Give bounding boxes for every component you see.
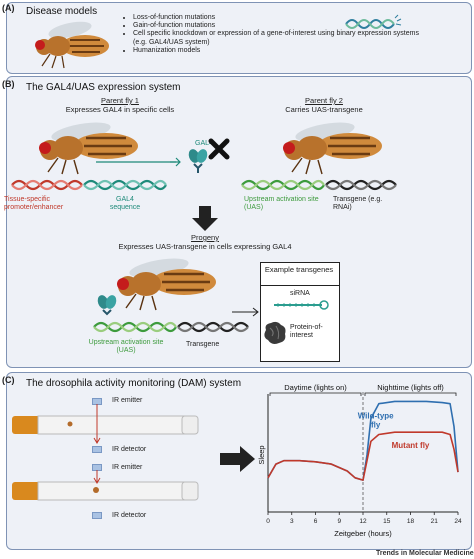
arrow-to-examples: [232, 307, 259, 317]
promoter-dna: [11, 179, 83, 191]
bullet-binary-expression: Cell specific knockdown or expression of…: [133, 30, 433, 46]
x-tick-label-3: 3: [290, 518, 294, 525]
daytime-annotation: Daytime (lights on): [284, 383, 347, 392]
panel-c-title: The drosophila activity monitoring (DAM)…: [26, 378, 242, 389]
down-arrow-icon: [192, 206, 218, 231]
x-tick-label-0: 0: [266, 518, 270, 525]
ir-detector-2-block: [92, 512, 102, 519]
series-label-wild-type-line2: fly: [371, 421, 381, 430]
right-arrow-icon: [220, 446, 255, 472]
gal4-dna: [83, 179, 167, 191]
gal4-label: GAL4: [195, 140, 213, 147]
ir-beam-2: [93, 470, 101, 484]
protein-icon: [264, 321, 286, 344]
gal4-sequence-label: GAL4 sequence: [109, 196, 141, 211]
fly-illustration: [35, 21, 109, 69]
bullet-loss-of-function: Loss-of-function mutations: [133, 14, 433, 22]
x-tick-label-9: 9: [337, 518, 341, 525]
progeny-fly: [117, 258, 216, 311]
series-label-mutant: Mutant fly: [392, 441, 430, 450]
example-transgenes-box: [260, 262, 340, 362]
x-tick-label-15: 15: [383, 518, 391, 525]
daytime-bracket: [269, 392, 362, 396]
parent2-dna: [241, 179, 397, 191]
panel-a-title: Disease models: [26, 6, 98, 17]
ir-detector-1-block: [92, 446, 102, 453]
parent2-heading: Parent fly 2: [305, 96, 343, 105]
panel-a-label: (A): [2, 3, 15, 13]
cross-icon: [208, 138, 230, 160]
nighttime-bracket: [364, 392, 457, 396]
uas2-label: Upstream activation site (UAS): [88, 339, 164, 354]
transgene-label: Transgene: [186, 341, 220, 348]
example-transgenes-title: Example transgenes: [264, 265, 334, 274]
dna-icon: [345, 14, 402, 29]
parent2-desc: Carries UAS-transgene: [285, 105, 363, 114]
ir-detector-1-label: IR detector: [112, 446, 147, 453]
ir-detector-2-label: IR detector: [112, 512, 147, 519]
x-tick-label-6: 6: [314, 518, 318, 525]
y-axis-label: Sleep: [257, 445, 266, 464]
panel-b-title: The GAL4/UAS expression system: [26, 82, 181, 93]
activity-tube-1: [12, 415, 199, 435]
x-tick-label-21: 21: [431, 518, 439, 525]
parent1-dna: [11, 179, 167, 191]
ir-beam-1: [93, 404, 101, 444]
tissue-specific-label: Tissue-specific promoter/enhancer: [4, 196, 64, 211]
arrow-to-gal4: [170, 157, 181, 167]
x-tick-label-24: 24: [454, 518, 462, 525]
protein-label: Protein-of-interest: [290, 324, 323, 339]
series-label-wild-type-line1: Wild-type: [358, 412, 394, 421]
x-tick-label-12: 12: [359, 518, 367, 525]
transgene-eg-label: Transgene (e.g. RNAi): [333, 196, 383, 211]
sirna-icon: [274, 300, 329, 310]
panel-b-label: (B): [2, 79, 15, 89]
sirna-label: siRNA: [290, 290, 310, 297]
footer-journal: Trends in Molecular Medicine: [376, 550, 474, 557]
gal4-protein-icon: [188, 149, 208, 173]
activity-tube-2: [12, 481, 199, 501]
progeny-heading: Progeny: [191, 233, 219, 242]
progeny-desc: Expresses UAS-transgene in cells express…: [118, 242, 292, 251]
progeny-gal4-icon: [97, 295, 117, 316]
progeny-dna: [93, 321, 249, 333]
parent1-heading: Parent fly 1: [101, 96, 139, 105]
ir-emitter-2-label: IR emitter: [112, 464, 143, 471]
series-line-mutant: [267, 431, 459, 481]
uas-label: Upstream activation site (UAS): [244, 196, 319, 211]
x-axis-label: Zeitgeber (hours): [334, 529, 392, 538]
parent1-desc: Expresses GAL4 in specific cells: [65, 105, 175, 114]
x-tick-label-18: 18: [407, 518, 415, 525]
example-divider: [260, 285, 340, 286]
nighttime-annotation: Nighttime (lights off): [377, 383, 444, 392]
disease-models-list: Loss-of-function mutations Gain-of-funct…: [124, 14, 433, 55]
bullet-gain-of-function: Gain-of-function mutations: [133, 22, 433, 30]
ir-emitter-1-label: IR emitter: [112, 397, 143, 404]
bullet-humanization: Humanization models: [133, 47, 433, 55]
parent1-fly: [39, 122, 176, 175]
parent2-fly: [283, 122, 382, 175]
panel-c-label: (C): [2, 375, 15, 385]
